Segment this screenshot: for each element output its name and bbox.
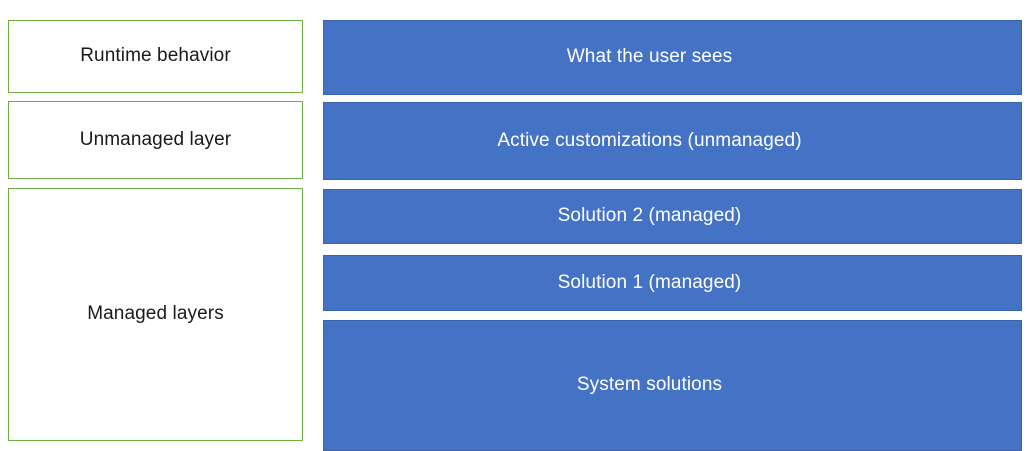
stack-bar-what-the-user-sees[interactable]: What the user sees <box>323 20 1022 95</box>
layer-box-unmanaged-layer[interactable]: Unmanaged layer <box>8 101 303 179</box>
stack-bar-solution-1[interactable]: Solution 1 (managed) <box>323 255 1022 311</box>
layer-box-label: Runtime behavior <box>80 45 231 67</box>
layer-box-managed-layers[interactable]: Managed layers <box>8 188 303 441</box>
layer-box-label: Unmanaged layer <box>79 128 232 150</box>
stack-bar-system-solutions[interactable]: System solutions <box>323 320 1022 451</box>
stack-bar-label: Solution 2 (managed) <box>557 205 742 227</box>
stack-bar-active-customizations[interactable]: Active customizations (unmanaged) <box>323 102 1022 180</box>
stack-bar-solution-2[interactable]: Solution 2 (managed) <box>323 189 1022 244</box>
stack-bar-label: System solutions <box>576 374 723 396</box>
layer-box-runtime-behavior[interactable]: Runtime behavior <box>8 20 303 93</box>
stack-bar-label: What the user sees <box>566 46 733 68</box>
stack-bar-label: Active customizations (unmanaged) <box>497 129 802 151</box>
layer-box-label: Managed layers <box>87 303 224 325</box>
stack-bar-label: Solution 1 (managed) <box>557 271 742 293</box>
